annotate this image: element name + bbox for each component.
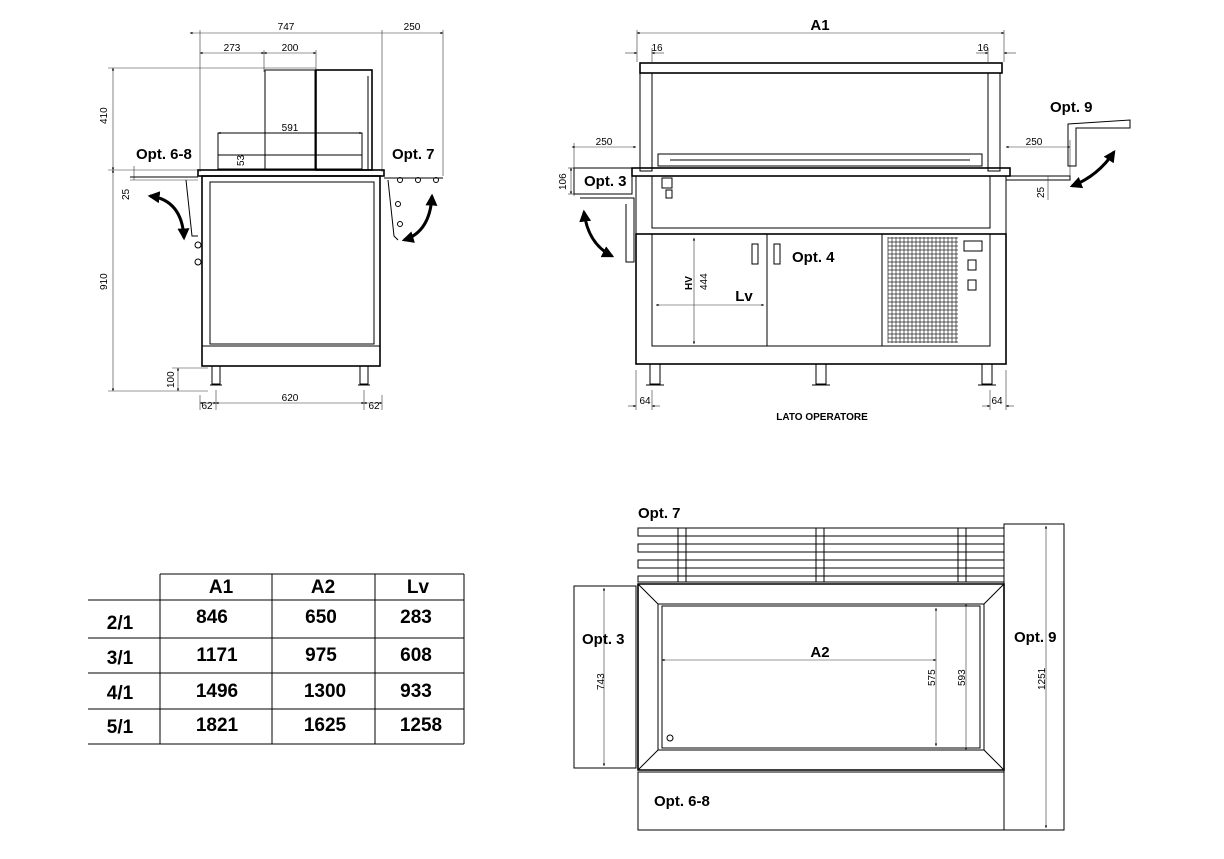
dim-250-left: 250 (596, 137, 613, 148)
dim-250-right: 250 (404, 22, 421, 33)
table-cell: 650 (305, 607, 337, 628)
opt-7-label-top: Opt. 7 (638, 505, 681, 522)
opt-6-8-label-top: Opt. 6-8 (654, 793, 710, 810)
dim-62-right: 62 (368, 401, 380, 412)
dim-591: 591 (282, 123, 299, 134)
dim-lv: Lv (735, 288, 753, 305)
table-header-a1: A1 (209, 577, 234, 598)
table-row-label: 5/1 (107, 717, 134, 738)
table-cell: 283 (400, 607, 432, 628)
dim-64-left: 64 (639, 396, 651, 407)
dim-250-right-front: 250 (1026, 137, 1043, 148)
dim-62-left: 62 (201, 401, 213, 412)
table-cell: 1821 (196, 715, 239, 736)
dim-410: 410 (99, 107, 110, 124)
dim-53: 53 (236, 154, 247, 166)
dim-106: 106 (558, 173, 569, 190)
dim-444: 444 (699, 273, 710, 290)
dim-a2: A2 (810, 644, 829, 661)
dim-575: 575 (927, 669, 938, 686)
opt-9-label-front: Opt. 9 (1050, 99, 1093, 116)
dim-747: 747 (278, 22, 295, 33)
dim-16-right: 16 (977, 43, 989, 54)
table-header-a2: A2 (311, 577, 335, 598)
dim-25: 25 (121, 188, 132, 200)
table-cell: 846 (196, 607, 228, 628)
ventilation-grille-icon (887, 237, 958, 343)
dim-200: 200 (282, 43, 299, 54)
dim-593: 593 (957, 669, 968, 686)
dim-64-right: 64 (991, 396, 1003, 407)
side-view: 747 250 273 200 591 53 410 25 910 100 62… (99, 22, 444, 412)
table-cell: 1171 (196, 645, 238, 666)
opt-3-label-top: Opt. 3 (582, 631, 625, 648)
dim-25-front: 25 (1036, 186, 1047, 198)
table-cell: 1496 (196, 681, 238, 702)
table-cell: 933 (400, 681, 432, 702)
table-cell: 1258 (400, 715, 442, 736)
opt-4-label: Opt. 4 (792, 249, 835, 266)
opt-9-label-top: Opt. 9 (1014, 629, 1057, 646)
dim-a1: A1 (810, 17, 829, 34)
dim-1251: 1251 (1037, 667, 1048, 690)
table-cell: 975 (305, 645, 337, 666)
table-cell: 1300 (304, 681, 346, 702)
dim-16-left: 16 (651, 43, 663, 54)
opt-7-label: Opt. 7 (392, 146, 435, 163)
table-row-label: 2/1 (107, 613, 134, 634)
dim-910: 910 (99, 273, 110, 290)
opt-6-8-label: Opt. 6-8 (136, 146, 192, 163)
front-view: A1 16 16 (558, 17, 1131, 423)
table-header-lv: Lv (407, 577, 430, 598)
opt-3-label-front: Opt. 3 (584, 173, 627, 190)
table-row-label: 3/1 (107, 648, 134, 669)
dim-hv: HV (684, 276, 695, 290)
dim-273: 273 (224, 43, 241, 54)
table-cell: 608 (400, 645, 432, 666)
dim-620: 620 (282, 393, 299, 404)
dim-743: 743 (596, 673, 607, 690)
dimension-table: A1 A2 Lv 2/1 846 650 283 3/1 1171 975 60… (88, 573, 465, 745)
dim-100: 100 (166, 371, 177, 388)
table-row-label: 4/1 (107, 683, 134, 704)
table-cell: 1625 (304, 715, 347, 736)
top-view: Opt. 7 A2 575 593 743 Opt. 3 1251 Opt. 9… (573, 505, 1065, 831)
operator-side-label: LATO OPERATORE (776, 412, 868, 423)
